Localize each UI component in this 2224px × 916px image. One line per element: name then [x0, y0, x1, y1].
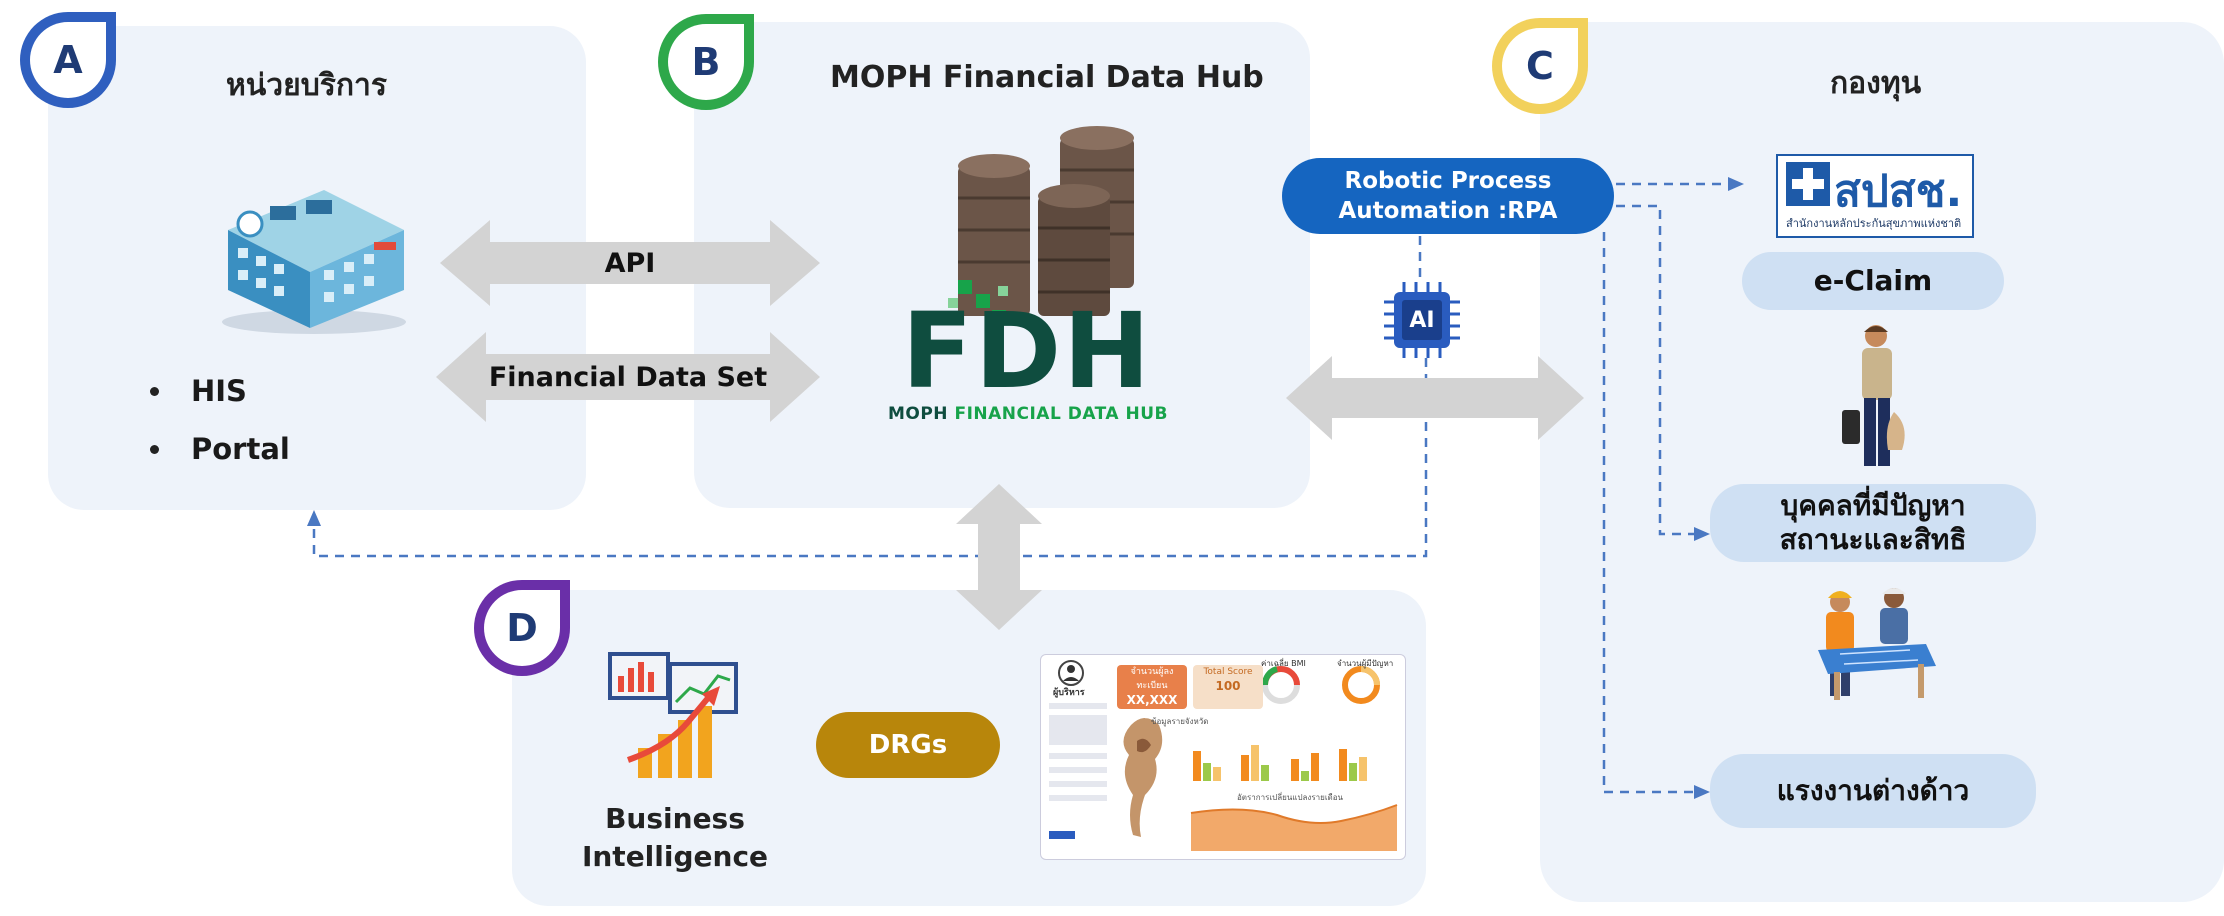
api-label: API [604, 247, 656, 279]
panel-a-bullet-list: HIS Portal [150, 362, 290, 478]
ai-chip-label: AI [1409, 307, 1435, 333]
bullet-item: Portal [150, 420, 290, 478]
hospital-building-icon [214, 150, 414, 340]
kpi1-value: XX,XXX ราย [1126, 693, 1178, 721]
server-stack-icon [950, 126, 1150, 316]
status-problem-line1: บุคคลที่มีปัญหา [1780, 489, 1966, 522]
gauge2-label: จำนวนผู้มีปัญหา [1337, 659, 1394, 668]
rpa-line1: Robotic Process [1344, 168, 1552, 194]
financial-data-set-label: Financial Data Set [488, 361, 768, 393]
nhso-cross-icon [1786, 162, 1830, 206]
panel-a-title: หน่วยบริการ [226, 68, 387, 103]
kpi2-value: 100 [1215, 679, 1241, 693]
nhso-logo-text: สปสช. [1834, 166, 1963, 217]
bullet-dot-icon [150, 444, 159, 454]
bi-label-line1: Business [605, 802, 745, 835]
dashboard-thumbnail: ผู้บริหาร จำนวนผู้ลงทะเบียน XX,XXX ราย T… [1040, 654, 1406, 860]
dashboard-kpi-score: Total Score 100 [1193, 665, 1263, 709]
foreign-labor-pill: แรงงานต่างด้าว [1710, 754, 2036, 828]
ai-chip-icon: AI [1384, 282, 1460, 358]
fdh-logo-text: FDH [901, 290, 1153, 412]
badge-a: A [16, 8, 120, 112]
panel-c-title: กองทุน [1830, 66, 1922, 101]
bullet-portal: Portal [191, 432, 290, 466]
badge-b: B [654, 10, 758, 114]
drgs-pill: DRGs [816, 712, 1000, 778]
nhso-logo-card: สปสช. สำนักงานหลักประกันสุขภาพแห่งชาติ [1776, 154, 1974, 238]
rpa-line2: Automation :RPA [1338, 198, 1558, 224]
gauge1-label: ค่าเฉลี่ย BMI [1261, 659, 1306, 668]
traveler-person-icon [1840, 322, 1910, 478]
badge-b-letter: B [691, 40, 721, 84]
fdh-sub-financial: FINANCIAL DATA HUB [954, 404, 1169, 424]
hub-bi-vertical-arrow [956, 484, 1042, 630]
bi-chart-icon [598, 636, 754, 782]
badge-c-letter: C [1526, 44, 1554, 88]
financial-data-set-arrow: Financial Data Set [436, 332, 820, 422]
rpa-button: Robotic Process Automation :RPA [1282, 158, 1614, 234]
kpi2-label: Total Score [1203, 667, 1253, 677]
eclaim-pill: e-Claim [1742, 252, 2004, 310]
api-arrow: API [440, 220, 820, 306]
badge-a-letter: A [53, 38, 83, 82]
map-title: ข้อมูลรายจังหวัด [1151, 717, 1209, 726]
fdh-sub-moph: MOPH [887, 404, 949, 424]
workers-planning-icon [1810, 584, 1940, 704]
badge-d-letter: D [506, 606, 538, 650]
nhso-logo-subtitle: สำนักงานหลักประกันสุขภาพแห่งชาติ [1786, 217, 1962, 230]
fdh-logo-subtitle: MOPH FINANCIAL DATA HUB [868, 404, 1188, 424]
badge-d: D [470, 576, 574, 680]
dashboard-user-label: ผู้บริหาร [1053, 688, 1085, 698]
kpi1-label: จำนวนผู้ลงทะเบียน [1130, 667, 1174, 691]
panel-b-title: MOPH Financial Data Hub [830, 60, 1264, 95]
badge-c: C [1488, 14, 1592, 118]
bi-label: Business Intelligence [570, 800, 780, 876]
status-problem-pill: บุคคลที่มีปัญหา สถานะและสิทธิ [1710, 484, 2036, 562]
hub-funds-arrow [1286, 356, 1584, 440]
fdh-pixel-accent-icon [948, 280, 1018, 350]
bullet-item: HIS [150, 362, 290, 420]
status-problem-line2: สถานะและสิทธิ [1779, 523, 1967, 556]
dashboard-kpi-registrants: จำนวนผู้ลงทะเบียน XX,XXX ราย [1117, 665, 1187, 721]
bullet-his: HIS [191, 374, 247, 408]
area-chart-title: อัตราการเปลี่ยนแปลงรายเดือน [1237, 793, 1344, 802]
bi-label-line2: Intelligence [581, 840, 769, 873]
bullet-dot-icon [150, 386, 159, 396]
